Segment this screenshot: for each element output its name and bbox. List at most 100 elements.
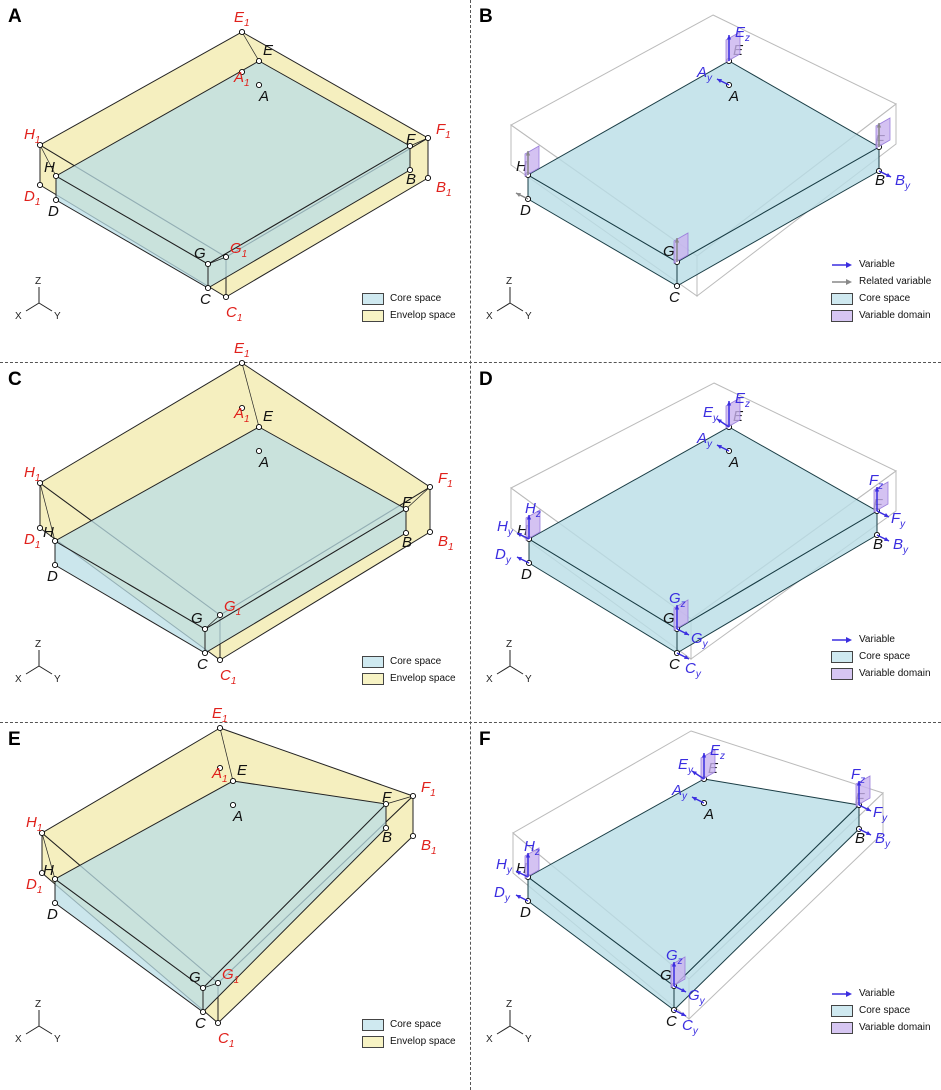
legend-label: Envelop space [390, 673, 456, 684]
variable-label-Gz-sub: z [680, 599, 686, 610]
env-label-C-sub: 1 [237, 313, 243, 324]
env-label-H-sub: 1 [35, 473, 41, 484]
variable-label-Fy: Fy [891, 510, 906, 530]
variable-label-Fy: Fy [873, 804, 888, 824]
core-label-C: C [666, 1013, 677, 1030]
core-face-top [54, 60, 412, 265]
env-label-F-sub: 1 [445, 130, 451, 141]
variable-label-By-sub: y [904, 181, 911, 192]
axis-x-line [496, 665, 511, 675]
variable-label-Ay-sub: y [681, 791, 688, 802]
legend-swatch [831, 650, 853, 663]
legend-row: Core space [362, 1016, 456, 1033]
axis-y-label: Y [54, 1034, 61, 1045]
core-vertex-D [51, 561, 59, 569]
axis-x-line [496, 1025, 511, 1035]
core-label-H: H [516, 860, 527, 877]
legend-row: Core space [831, 1002, 931, 1019]
core-label-G: G [189, 969, 201, 986]
connector-G [204, 614, 221, 630]
connector-F [409, 137, 429, 147]
legend-label: Core space [859, 651, 911, 662]
core-face-top [527, 778, 861, 987]
variable-arrow-Hy [515, 870, 529, 878]
panel-d: DABCDEFGHEzEyAyFzFyByHzHyDyGzGyCyVariabl… [471, 363, 941, 722]
variable-arrow-Ay-head [717, 79, 722, 83]
legend-row: Envelop space [362, 307, 456, 324]
legend-row: Variable [831, 985, 931, 1002]
variable-arrow-Dy-head [516, 895, 521, 899]
env-vertex-A [216, 764, 224, 772]
variable-label-Cy: Cy [682, 1017, 699, 1037]
variable-label-Ez-sub: z [744, 399, 750, 410]
variable-arrow-Fy [876, 510, 890, 518]
related-arrow-G-head [674, 238, 680, 243]
related-arrow-F [876, 123, 882, 147]
legend-row: Related variable [831, 273, 931, 290]
related-arrow-F-head [876, 123, 882, 128]
variable-arrow-By-head [886, 173, 891, 177]
env-label-C-sub: 1 [229, 1039, 235, 1050]
core-label-B: B [402, 534, 412, 551]
diagram-svg: ABCDEFGHEzAyBy [510, 14, 911, 306]
axis-y-line [509, 665, 524, 675]
panel-letter: B [479, 6, 493, 27]
axis-x-line [25, 665, 40, 675]
legend-label: Core space [859, 293, 911, 304]
env-label-D: D1 [26, 876, 42, 896]
variable-label-Gz-sub: z [677, 956, 683, 967]
core-label-B: B [873, 536, 883, 553]
connector-H [41, 832, 56, 880]
variable-label-Hz-sub: z [535, 509, 541, 520]
core-label-E: E [263, 408, 274, 425]
variable-label-Dy-sub: y [504, 893, 511, 904]
variable-label-Dy-sub: y [505, 555, 512, 566]
core-vertex-H [51, 537, 59, 545]
env-vertex-C [214, 1019, 222, 1027]
related-arrow-G [674, 238, 680, 262]
legend-label: Variable domain [859, 310, 931, 321]
variable-arrow-Fz [856, 781, 862, 805]
connector-H [39, 144, 57, 177]
env-vertex-F [424, 134, 432, 142]
env-label-B: B1 [421, 837, 437, 857]
legend-swatch [831, 1021, 853, 1034]
variable-arrow-Gz-head [674, 605, 680, 610]
axis-y-label: Y [525, 1034, 532, 1045]
core-label-C: C [195, 1015, 206, 1032]
variable-arrow-Gy [676, 628, 690, 636]
connector-F [385, 795, 414, 805]
axis-z-label: Z [35, 999, 41, 1010]
env-vertex-C [216, 656, 224, 664]
core-vertex-A [229, 801, 237, 809]
legend-row: Core space [362, 653, 456, 670]
legend-row: Envelop space [362, 1033, 456, 1050]
legend-arrow-icon [831, 634, 853, 646]
legend-row: Core space [831, 290, 931, 307]
axis-x-line [25, 302, 40, 312]
axis-y-line [38, 665, 53, 675]
horizontal-divider-2 [0, 722, 941, 723]
axis-x-line [25, 1025, 40, 1035]
variable-label-Fy-sub: y [899, 519, 906, 530]
connector-E [241, 31, 260, 62]
env-label-F-sub: 1 [430, 788, 436, 799]
axis-y-label: Y [525, 674, 532, 685]
core-vertex-G [199, 984, 207, 992]
legend-row: Envelop space [362, 670, 456, 687]
variable-arrow-Fy-head [866, 807, 871, 811]
variable-arrow-Ez [726, 35, 732, 61]
variable-arrow-Ez-head [726, 35, 732, 40]
env-label-G-sub: 1 [234, 975, 240, 986]
core-vertex-G [201, 625, 209, 633]
variable-arrow-Ey [716, 418, 730, 428]
env-label-C: C1 [220, 667, 236, 687]
axis-x-label: X [486, 674, 493, 685]
legend-row: Variable [831, 256, 931, 273]
